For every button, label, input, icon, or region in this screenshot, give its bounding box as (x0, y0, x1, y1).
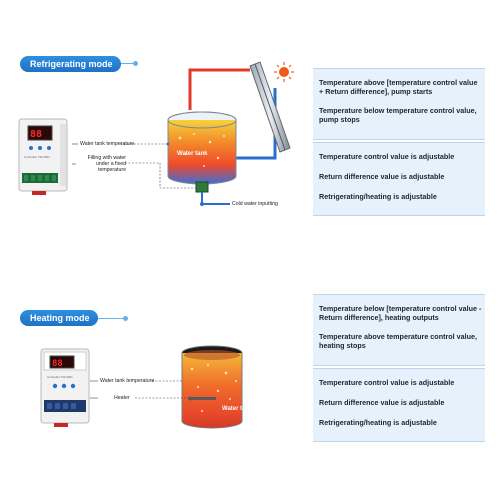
refrigerating-title-dot (133, 61, 138, 66)
thermostat-device-heating: 88 Controller TM-0001 (40, 348, 90, 428)
heating-system-diagram (90, 335, 260, 445)
heater-label: Heater (114, 395, 130, 401)
heating-settings-panel: Temperature control value is adjustable … (313, 368, 485, 442)
refrigerating-setting-return: Return difference value is adjustable (319, 172, 445, 181)
thermostat-device-graphic: 88 Controller TM-0001 (18, 118, 68, 195)
refrigerating-conditions-panel: Temperature above [temperature control v… (313, 68, 485, 140)
heating-conditions-panel: Temperature below [temperature control v… (313, 294, 485, 366)
heating-setting-control: Temperature control value is adjustable (319, 378, 455, 387)
svg-text:Controller TM-0001: Controller TM-0001 (24, 155, 50, 159)
heating-tank-label: Water tank (222, 406, 253, 412)
refrigerating-tank-temperature-label: Water tank temperature (80, 141, 135, 147)
svg-text:88: 88 (30, 129, 42, 140)
refrigerating-system-diagram (60, 58, 305, 218)
refrigerating-condition-start: Temperature above [temperature control v… (319, 78, 478, 96)
heating-setting-mode: Retrigerating/heating is adjustable (319, 418, 437, 427)
refrigerating-condition-stop: Temperature below temperature control va… (319, 106, 477, 124)
refrigerating-setting-control: Temperature control value is adjustable (319, 152, 455, 161)
heating-tank-temperature-label: Water tank temperature (100, 378, 155, 384)
refrigerating-setting-mode: Retrigerating/heating is adjustable (319, 192, 437, 201)
refrigerating-tank-label: Water tank (177, 151, 208, 157)
svg-text:88: 88 (52, 359, 63, 369)
refrigerating-settings-panel: Temperature control value is adjustable … (313, 142, 485, 216)
thermostat-device: 88 Controller TM-0001 (18, 118, 68, 196)
heating-title-dot (123, 316, 128, 321)
svg-text:Controller TM-0001: Controller TM-0001 (47, 375, 73, 379)
heating-mode-title: Heating mode (20, 310, 98, 326)
cold-water-label: Cold water inputting (232, 201, 278, 207)
heating-condition-stop: Temperature above temperature control va… (319, 332, 478, 350)
sun-icon (274, 62, 294, 82)
heating-setting-return: Return difference value is adjustable (319, 398, 445, 407)
thermostat-device-heating-graphic: 88 Controller TM-0001 (40, 348, 90, 427)
heating-condition-output: Temperature below [temperature control v… (319, 304, 482, 322)
refrigerating-mode-title: Refrigerating mode (20, 56, 121, 72)
refrigerating-filling-label: Filling with water under a fixed tempera… (87, 155, 126, 173)
